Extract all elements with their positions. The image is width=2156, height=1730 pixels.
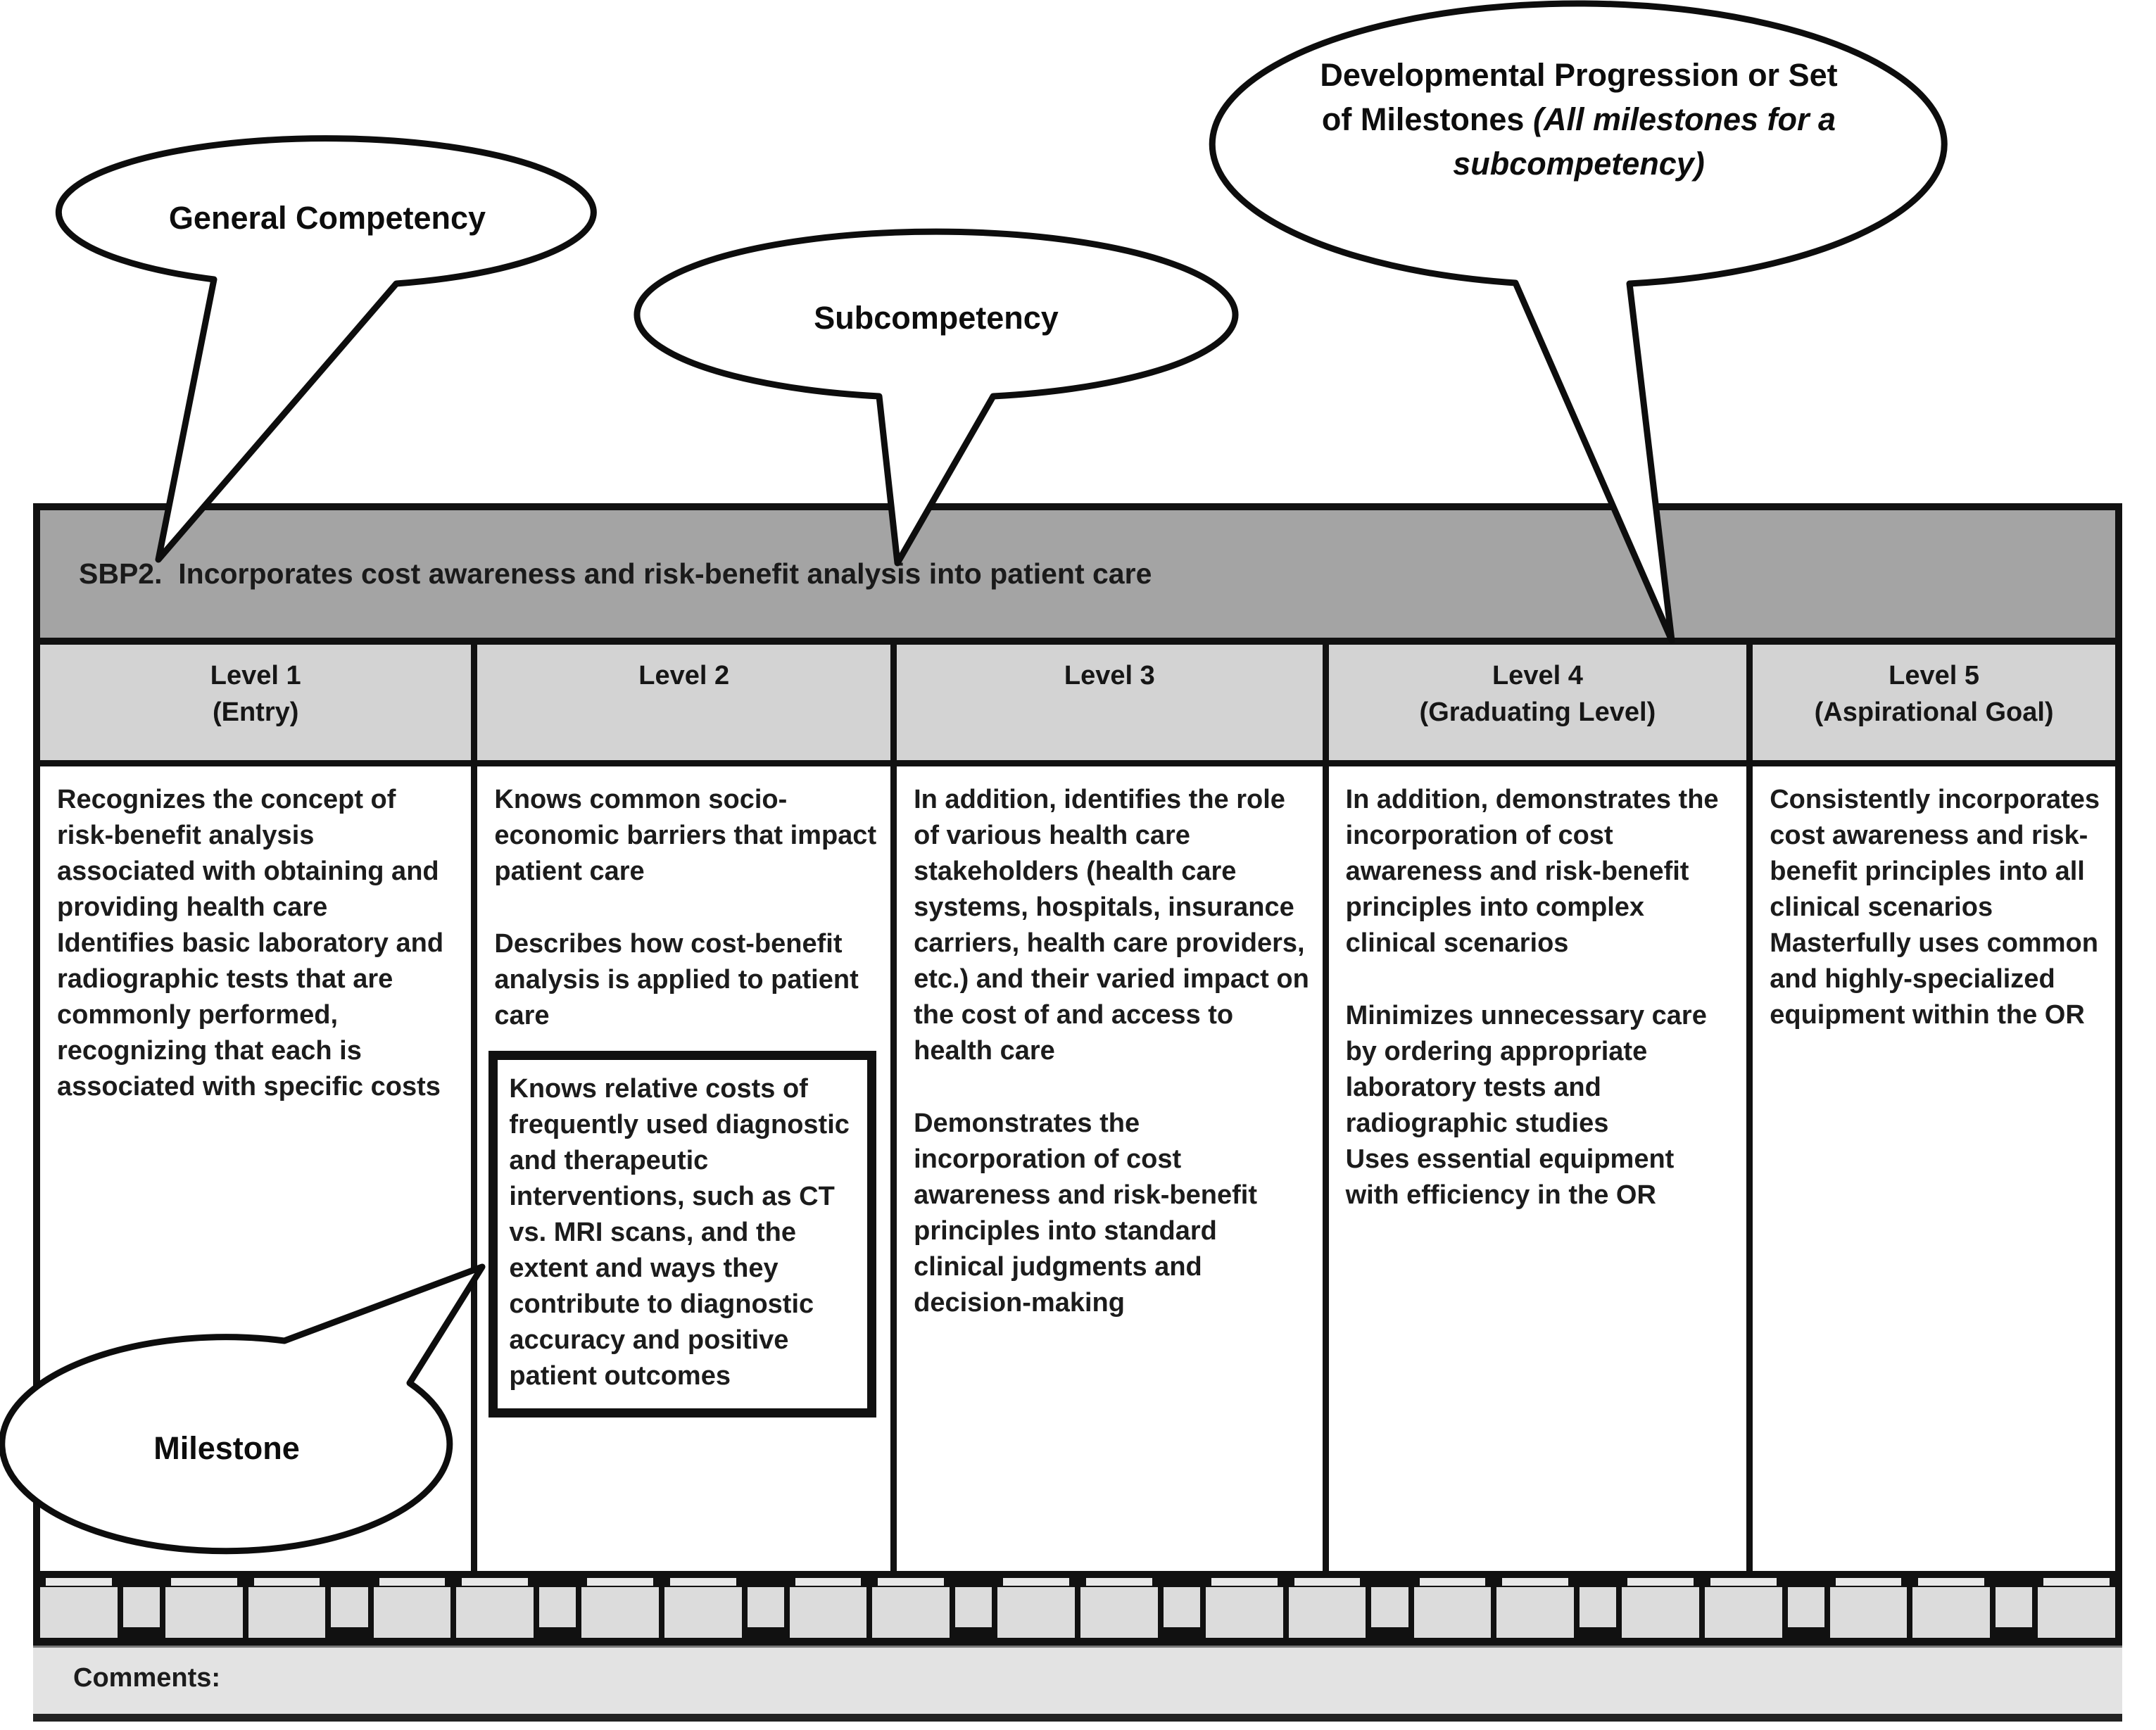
rating-checkbox[interactable] [1996,1578,2033,1646]
rating-checkbox[interactable] [955,1578,992,1646]
milestone-text: Describes how cost-benefit analysis is a… [494,929,859,1030]
milestone-text: Minimizes unnecessary care by ordering a… [1345,1001,1707,1138]
level-4-column: Level 4 (Graduating Level) In addition, … [1322,645,1747,1571]
rating-checkbox[interactable] [581,1578,659,1646]
milestone-text: Uses essential equipment with efficiency… [1345,1144,1675,1210]
rating-checkbox[interactable] [1912,1578,1991,1646]
level-4-milestones: In addition, demonstrates the incorporat… [1329,766,1747,1571]
rating-checkbox[interactable] [1205,1578,1283,1646]
rating-checkbox[interactable] [789,1578,867,1646]
level-1-title: Level 1 [210,661,301,690]
level-3-milestones: In addition, identifies the role of vari… [897,766,1322,1571]
level-1-header: Level 1 (Entry) [40,645,472,766]
level-5-milestones: Consistently incorporates cost awareness… [1753,766,2115,1571]
milestone-text: Demonstrates the incorporation of cost a… [914,1109,1257,1318]
rating-checkbox[interactable] [331,1578,368,1646]
rating-checkbox[interactable] [664,1578,742,1646]
general-competency-label: General Competency [168,200,486,236]
paragraph-spacer [1346,961,1734,998]
level-1-subtitle: (Entry) [212,697,299,727]
rating-checkbox[interactable] [1622,1578,1699,1646]
level-2-milestones: Knows common socio-economic barriers tha… [477,766,890,1571]
level-3-header: Level 3 [897,645,1323,766]
level-4-header: Level 4 (Graduating Level) [1328,645,1747,766]
rating-checkbox[interactable] [1371,1578,1408,1646]
subcompetency-title-band: SBP2. Incorporates cost awareness and ri… [40,510,2115,645]
level-1-milestones: Recognizes the concept of risk-benefit a… [40,766,471,1571]
level-3-column: Level 3 In addition, identifies the role… [890,645,1323,1571]
paragraph-spacer [494,890,878,926]
milestone-text: Masterfully uses common and highly-speci… [1770,928,2098,1030]
rating-checkbox[interactable] [2038,1578,2116,1646]
rating-checkbox[interactable] [1579,1578,1617,1646]
milestone-text: In addition, identifies the role of vari… [914,785,1309,1066]
rating-checkbox[interactable] [1080,1578,1158,1646]
level-1-column: Level 1 (Entry) Recognizes the concept o… [40,645,472,1571]
level-3-title: Level 3 [1064,661,1155,690]
level-4-title: Level 4 [1492,661,1583,690]
rating-checkbox[interactable] [1163,1578,1200,1646]
level-5-header: Level 5 (Aspirational Goal) [1753,645,2115,766]
rating-checkbox[interactable] [456,1578,534,1646]
comments-label: Comments: [73,1663,221,1693]
rating-checkbox[interactable] [1496,1578,1574,1646]
rating-checkbox[interactable] [165,1578,243,1646]
highlighted-milestone-box: Knows relative costs of frequently used … [488,1051,877,1418]
level-4-subtitle: (Graduating Level) [1419,697,1656,727]
milestone-label: Milestone [153,1430,300,1466]
rating-checkbox[interactable] [1829,1578,1908,1646]
level-5-subtitle: (Aspirational Goal) [1814,697,2054,727]
rating-checkbox[interactable] [997,1578,1076,1646]
level-2-paragraphs: Knows common socio-economic barriers tha… [494,782,878,1034]
rating-checkbox[interactable] [1413,1578,1492,1646]
paragraph-spacer [914,1069,1309,1106]
rating-checkbox[interactable] [538,1578,576,1646]
rating-row [33,1578,2122,1646]
level-5-column: Level 5 (Aspirational Goal) Consistently… [1746,645,2115,1571]
milestone-table: SBP2. Incorporates cost awareness and ri… [33,503,2122,1578]
rating-checkbox[interactable] [373,1578,451,1646]
subcompetency-label: Subcompetency [814,300,1059,336]
level-2-header: Level 2 [477,645,891,766]
milestone-text: Consistently incorporates cost awareness… [1770,785,2100,922]
rating-checkbox[interactable] [872,1578,950,1646]
rating-checkbox[interactable] [1288,1578,1366,1646]
rating-checkbox[interactable] [248,1578,326,1646]
comments-area[interactable]: Comments: [33,1646,2122,1722]
milestone-text: In addition, demonstrates the incorporat… [1345,785,1719,958]
rating-checkbox[interactable] [122,1578,160,1646]
rating-checkbox[interactable] [1787,1578,1824,1646]
highlighted-milestone-text: Knows relative costs of frequently used … [509,1074,850,1391]
level-2-column: Level 2 Knows common socio-economic barr… [471,645,891,1571]
level-2-title: Level 2 [638,661,730,690]
levels-grid: Level 1 (Entry) Recognizes the concept o… [40,645,2115,1571]
level-5-title: Level 5 [1889,661,1980,690]
milestone-text: Identifies basic laboratory and radiogra… [57,928,444,1101]
developmental-progression-label: Developmental Progression or Set of Mile… [1320,57,1838,182]
rating-checkbox[interactable] [1704,1578,1782,1646]
rating-checkbox[interactable] [747,1578,784,1646]
milestone-text: Knows common socio-economic barriers tha… [494,785,877,886]
milestone-text: Recognizes the concept of risk-benefit a… [57,785,439,922]
rating-checkbox[interactable] [40,1578,118,1646]
